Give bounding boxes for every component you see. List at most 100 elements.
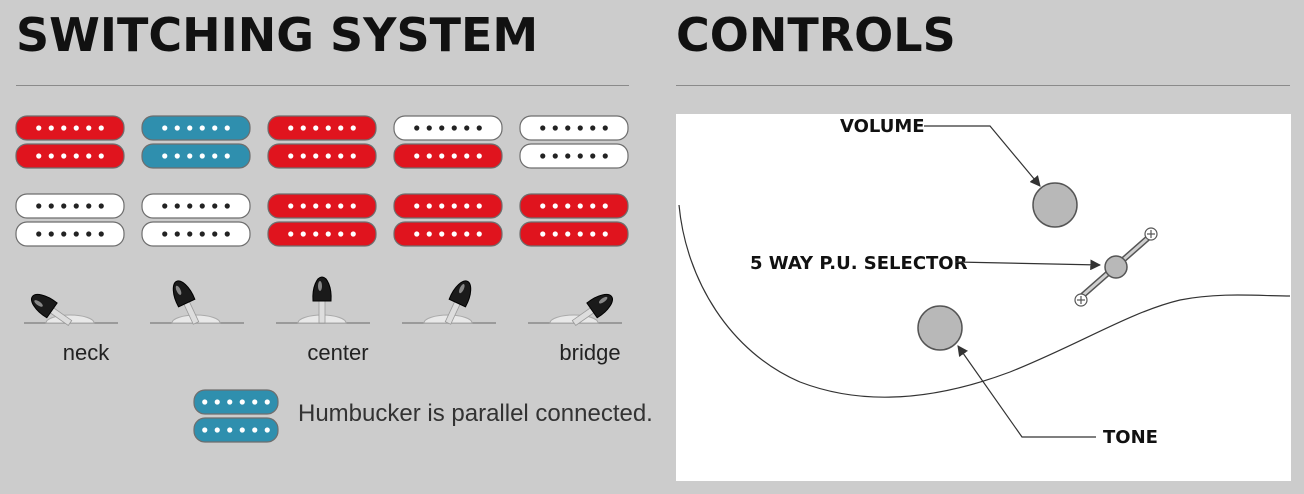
pole-piece	[464, 125, 470, 131]
pole-piece	[590, 231, 596, 237]
pole-piece	[590, 153, 596, 159]
humbucker-pos1-row1	[15, 115, 125, 169]
pole-piece	[288, 125, 294, 131]
controls-title: CONTROLS	[676, 8, 956, 62]
pole-piece	[288, 231, 294, 237]
pole-piece	[577, 125, 583, 131]
pole-piece	[577, 231, 583, 237]
pole-piece	[313, 153, 319, 159]
pole-piece	[476, 231, 482, 237]
controls-divider	[676, 85, 1290, 86]
pole-piece	[252, 399, 258, 405]
legend: Humbucker is parallel connected.	[193, 389, 653, 443]
pole-piece	[214, 399, 220, 405]
pickup-coil-red	[519, 193, 629, 219]
pole-piece	[439, 203, 445, 209]
pole-piece	[48, 231, 54, 237]
pole-piece	[426, 231, 432, 237]
position-label-bridge: bridge	[559, 340, 620, 365]
pole-piece	[439, 153, 445, 159]
pole-piece	[565, 231, 571, 237]
pole-piece	[414, 125, 420, 131]
pickup-coil-red	[15, 115, 125, 141]
pole-piece	[476, 203, 482, 209]
pole-piece	[86, 153, 92, 159]
tone-knob	[917, 305, 963, 351]
pole-piece	[540, 203, 546, 209]
pole-piece	[61, 125, 67, 131]
selector-label: 5 WAY P.U. SELECTOR	[750, 253, 968, 274]
guitar-body-outline	[678, 204, 1291, 398]
pole-piece	[439, 125, 445, 131]
screw-top-icon	[1144, 227, 1158, 241]
tone-label: TONE	[1103, 427, 1158, 448]
pole-piece	[61, 153, 67, 159]
pole-piece	[325, 125, 331, 131]
pickup-coil-white	[15, 221, 125, 247]
selector-pointer	[955, 259, 1102, 271]
pole-piece	[414, 203, 420, 209]
pole-piece	[464, 203, 470, 209]
pole-piece	[313, 203, 319, 209]
selector-lever-pos4	[402, 280, 496, 325]
pole-piece	[187, 153, 193, 159]
pole-piece	[350, 125, 356, 131]
pole-piece	[187, 125, 193, 131]
pole-piece	[48, 203, 54, 209]
volume-knob	[1032, 182, 1078, 228]
pole-piece	[212, 125, 218, 131]
humbucker-pos3-row2	[267, 193, 377, 247]
pickup-coil-red	[393, 143, 503, 169]
humbucker-pos1-row2	[15, 193, 125, 247]
humbucker-pos5-row2	[519, 193, 629, 247]
pole-piece	[300, 125, 306, 131]
pole-piece	[61, 231, 67, 237]
selector-lever-pos1	[24, 294, 118, 327]
selector-lever-pos3	[276, 276, 370, 324]
pole-piece	[252, 427, 258, 433]
pole-piece	[212, 153, 218, 159]
pickup-coil-blue	[193, 417, 279, 443]
volume-label: VOLUME	[840, 116, 925, 137]
humbucker-pos4-row1	[393, 115, 503, 169]
pickup-coil-red	[393, 221, 503, 247]
pole-piece	[174, 203, 180, 209]
pole-piece	[224, 231, 230, 237]
volume-pointer	[924, 125, 1041, 187]
pole-piece	[98, 203, 104, 209]
position-label-neck: neck	[63, 340, 110, 365]
pole-piece	[552, 153, 558, 159]
pole-piece	[565, 203, 571, 209]
pole-piece	[162, 125, 168, 131]
pole-piece	[288, 153, 294, 159]
selector-lever-pos5	[528, 294, 622, 327]
pickup-coil-white	[393, 115, 503, 141]
pole-piece	[476, 153, 482, 159]
pole-piece	[214, 427, 220, 433]
pole-piece	[73, 125, 79, 131]
pole-piece	[464, 231, 470, 237]
pole-piece	[162, 203, 168, 209]
pickup-coil-red	[267, 143, 377, 169]
pickup-selector-switch	[1074, 227, 1158, 307]
pole-piece	[98, 231, 104, 237]
humbucker-pos5-row1	[519, 115, 629, 169]
pole-piece	[202, 427, 208, 433]
pole-piece	[464, 153, 470, 159]
pole-piece	[451, 153, 457, 159]
pole-piece	[426, 125, 432, 131]
pickup-grid	[15, 115, 629, 247]
pickup-coil-blue	[193, 389, 279, 415]
switching-system-title: SWITCHING SYSTEM	[16, 8, 539, 62]
screw-bottom-icon	[1074, 293, 1088, 307]
pickup-coil-red	[267, 221, 377, 247]
pickup-coil-white	[519, 115, 629, 141]
pole-piece	[325, 231, 331, 237]
pickup-coil-red	[267, 193, 377, 219]
pole-piece	[540, 125, 546, 131]
pole-piece	[264, 399, 270, 405]
pole-piece	[451, 203, 457, 209]
pickup-coil-white	[15, 193, 125, 219]
pickup-coil-white	[519, 143, 629, 169]
controls-panel: VOLUME 5 WAY P.U. SELECTOR TONE	[676, 114, 1291, 481]
